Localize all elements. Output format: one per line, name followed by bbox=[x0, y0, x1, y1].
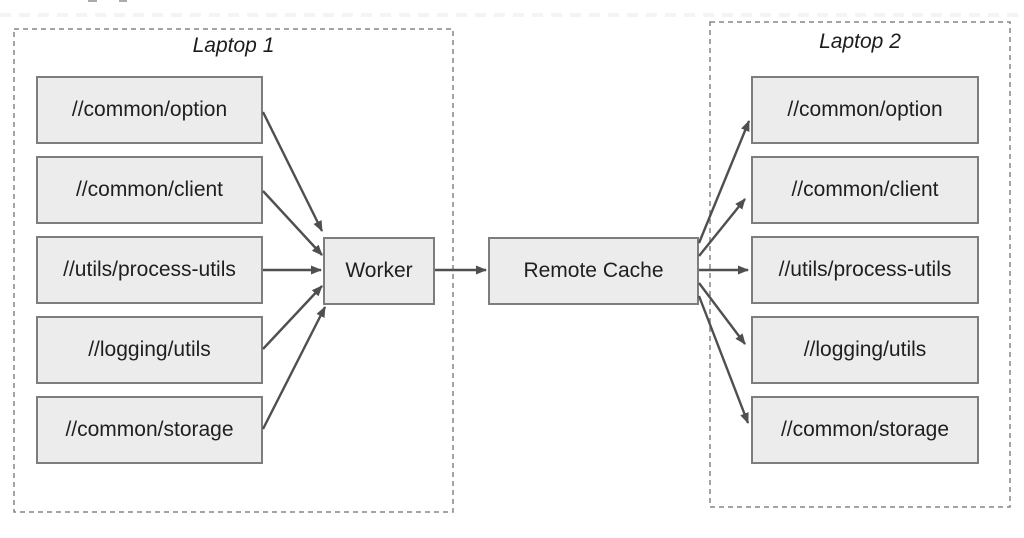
node-laptop1-common-client: //common/client bbox=[36, 156, 263, 224]
arrow-remote-cache-to-client bbox=[698, 198, 746, 257]
node-laptop1-common-storage: //common/storage bbox=[36, 396, 263, 464]
faint-dashed-artifact-line bbox=[0, 13, 1024, 17]
arrow-remote-cache-to-option bbox=[697, 120, 751, 244]
arrow-client-to-worker bbox=[262, 190, 323, 256]
arrow-storage-to-worker bbox=[261, 306, 327, 430]
laptop2-group-title: Laptop 2 bbox=[819, 30, 901, 53]
node-laptop1-utils-process-utils: //utils/process-utils bbox=[36, 236, 263, 304]
node-laptop2-logging-utils: //logging/utils bbox=[751, 316, 979, 384]
arrow-remote-cache-to-logging-utils bbox=[698, 282, 746, 345]
node-laptop2-utils-process-utils: //utils/process-utils bbox=[751, 236, 979, 304]
node-laptop2-common-storage: //common/storage bbox=[751, 396, 979, 464]
top-edge-artifact-mark bbox=[119, 0, 127, 2]
node-laptop2-common-client: //common/client bbox=[751, 156, 979, 224]
arrow-logging-utils-to-worker bbox=[262, 285, 323, 350]
node-laptop1-common-option: //common/option bbox=[36, 76, 263, 144]
node-laptop2-common-option: //common/option bbox=[751, 76, 979, 144]
top-edge-artifact-mark bbox=[88, 0, 97, 2]
node-laptop1-logging-utils: //logging/utils bbox=[36, 316, 263, 384]
node-remote-cache: Remote Cache bbox=[488, 237, 699, 305]
node-worker: Worker bbox=[323, 237, 435, 305]
arrow-option-to-worker bbox=[261, 111, 324, 232]
arrow-remote-cache-to-storage bbox=[697, 295, 750, 424]
laptop1-group-title: Laptop 1 bbox=[192, 34, 275, 57]
